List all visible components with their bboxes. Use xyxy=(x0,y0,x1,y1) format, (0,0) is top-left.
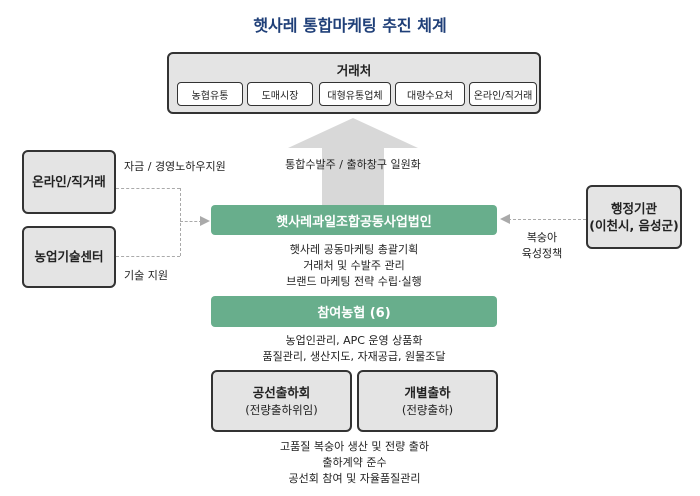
cooperatives-role: 품질관리, 생산지도, 자재공급, 원물조달 xyxy=(262,349,446,363)
connector-line xyxy=(508,219,586,220)
individual-shipping-note: (전량출하) xyxy=(401,402,454,417)
government-box: 행정기관 (이천시, 음성군) xyxy=(586,185,682,249)
joint-shipping-name: 공선출하회 xyxy=(252,385,311,401)
corporation-role: 햇사레 공동마케팅 총괄기획 xyxy=(289,243,419,256)
corporation-bar: 햇사레과일조합공동사업법인 xyxy=(211,205,497,235)
farmer-note: 출하계약 준수 xyxy=(322,455,387,469)
individual-shipping-name: 개별출하 xyxy=(404,385,451,401)
connector-line xyxy=(180,221,202,222)
client-item: 농협유통 xyxy=(177,82,243,106)
page-title: 햇사레 통합마케팅 추진 체계 xyxy=(253,16,447,35)
connector-line xyxy=(116,256,180,257)
government-name: 행정기관 xyxy=(610,200,657,216)
individual-shipping-box: 개별출하 (전량출하) xyxy=(357,370,498,432)
clients-title: 거래처 xyxy=(336,63,372,78)
cooperatives-role: 농업인관리, APC 운영 상품화 xyxy=(285,334,423,347)
tech-support-label: 기술 지원 xyxy=(124,269,168,282)
corporation-roles: 햇사레 공동마케팅 총괄기획 거래처 및 수발주 관리 브랜드 마케팅 전략 수… xyxy=(211,242,497,290)
cooperatives-roles: 농업인관리, APC 운영 상품화 품질관리, 생산지도, 자재공급, 원물조달 xyxy=(211,333,497,365)
farmer-note: 고품질 복숭아 생산 및 전량 출하 xyxy=(279,440,430,453)
client-item: 도매시장 xyxy=(247,82,313,106)
government-regions: (이천시, 음성군) xyxy=(589,218,679,233)
connector-line xyxy=(180,188,181,256)
arrow-left-icon xyxy=(500,214,510,224)
connector-line xyxy=(116,188,180,189)
funding-support-label: 자금 / 경영노하우지원 xyxy=(124,160,226,173)
upward-arrow-icon xyxy=(288,118,418,206)
tech-center-box: 농업기술센터 xyxy=(22,226,116,288)
policy-label-line: 복숭아 xyxy=(526,231,558,244)
joint-shipping-box: 공선출하회 (전량출하위임) xyxy=(211,370,352,432)
corporation-role: 거래처 및 수발주 관리 xyxy=(303,258,405,272)
cooperatives-bar: 참여농협 (6) xyxy=(211,296,497,327)
policy-label: 복숭아 육성정책 xyxy=(502,230,582,262)
client-item: 대량수요처 xyxy=(395,82,465,106)
client-item: 온라인/직거래 xyxy=(469,82,537,106)
client-item: 대형유통업체 xyxy=(319,82,391,106)
policy-label-line: 육성정책 xyxy=(521,246,563,260)
arrow-right-icon xyxy=(200,216,210,226)
online-direct-box: 온라인/직거래 xyxy=(22,150,116,214)
arrow-label: 통합수발주 / 출하창구 일원화 xyxy=(285,158,421,171)
corporation-role: 브랜드 마케팅 전략 수립·실행 xyxy=(286,274,422,288)
farmer-note: 공선회 참여 및 자율품질관리 xyxy=(288,471,421,485)
clients-box: 거래처 농협유통 도매시장 대형유통업체 대량수요처 온라인/직거래 xyxy=(167,52,541,114)
joint-shipping-note: (전량출하위임) xyxy=(245,402,318,417)
farmer-notes: 고품질 복숭아 생산 및 전량 출하 출하계약 준수 공선회 참여 및 자율품질… xyxy=(211,439,498,487)
